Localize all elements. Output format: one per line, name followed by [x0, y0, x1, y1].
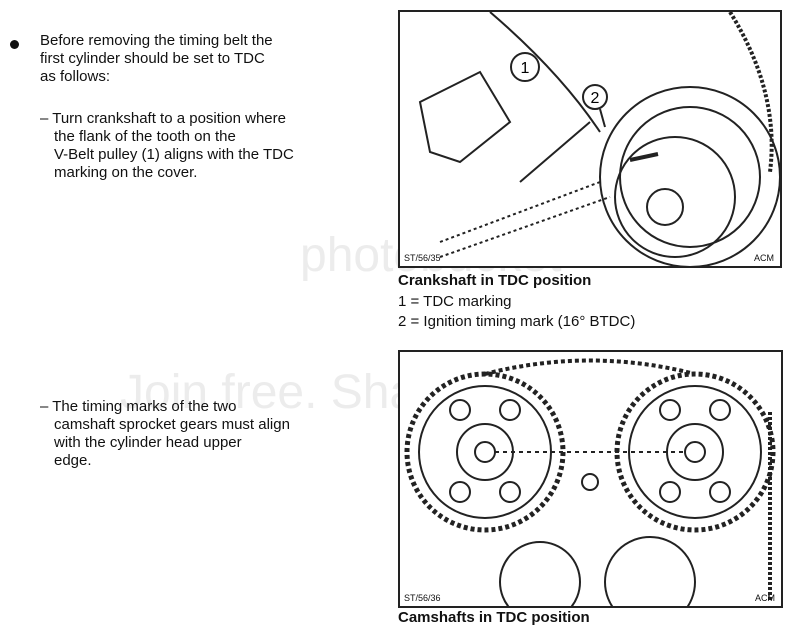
- figure-caption: Crankshaft in TDC position: [398, 272, 592, 289]
- text-line: camshaft sprocket gears must align: [54, 416, 290, 433]
- crankshaft-illustration: 1 2: [418, 12, 780, 266]
- legend-item: 1 = TDC marking: [398, 293, 512, 310]
- text-line: as follows:: [40, 68, 111, 85]
- legend-item: 2 = Ignition timing mark (16° BTDC): [398, 313, 636, 330]
- figure-code: ST/56/35: [404, 253, 441, 263]
- callout-2: 2: [591, 90, 600, 107]
- bullet-icon: [10, 40, 19, 49]
- callout-1: 1: [521, 60, 530, 77]
- figure-crankshaft: 1 2 ST/56/35 ACM: [398, 10, 782, 268]
- step-crankshaft: – Turn crankshaft to a position where th…: [40, 110, 294, 182]
- intro-text: Before removing the timing belt the firs…: [40, 32, 273, 86]
- text-line: V-Belt pulley (1) aligns with the TDC: [54, 146, 294, 163]
- figure-credit: ACM: [754, 253, 774, 263]
- text-line: Before removing the timing belt the: [40, 32, 273, 49]
- text-line: marking on the cover.: [54, 164, 198, 181]
- text-line: – The timing marks of the two: [40, 398, 237, 415]
- text-line: the flank of the tooth on the: [54, 128, 236, 145]
- figure-caption: Camshafts in TDC position: [398, 609, 590, 626]
- step-camshaft: – The timing marks of the two camshaft s…: [40, 398, 290, 470]
- figure-credit: ACM: [755, 593, 775, 603]
- text-line: edge.: [54, 452, 92, 469]
- text-line: with the cylinder head upper: [54, 434, 242, 451]
- text-line: – Turn crankshaft to a position where: [40, 110, 286, 127]
- figure-code: ST/56/36: [404, 593, 441, 603]
- text-line: first cylinder should be set to TDC: [40, 50, 265, 67]
- figure-camshafts: ST/56/36 ACM: [398, 350, 783, 608]
- camshaft-illustration: [404, 358, 776, 606]
